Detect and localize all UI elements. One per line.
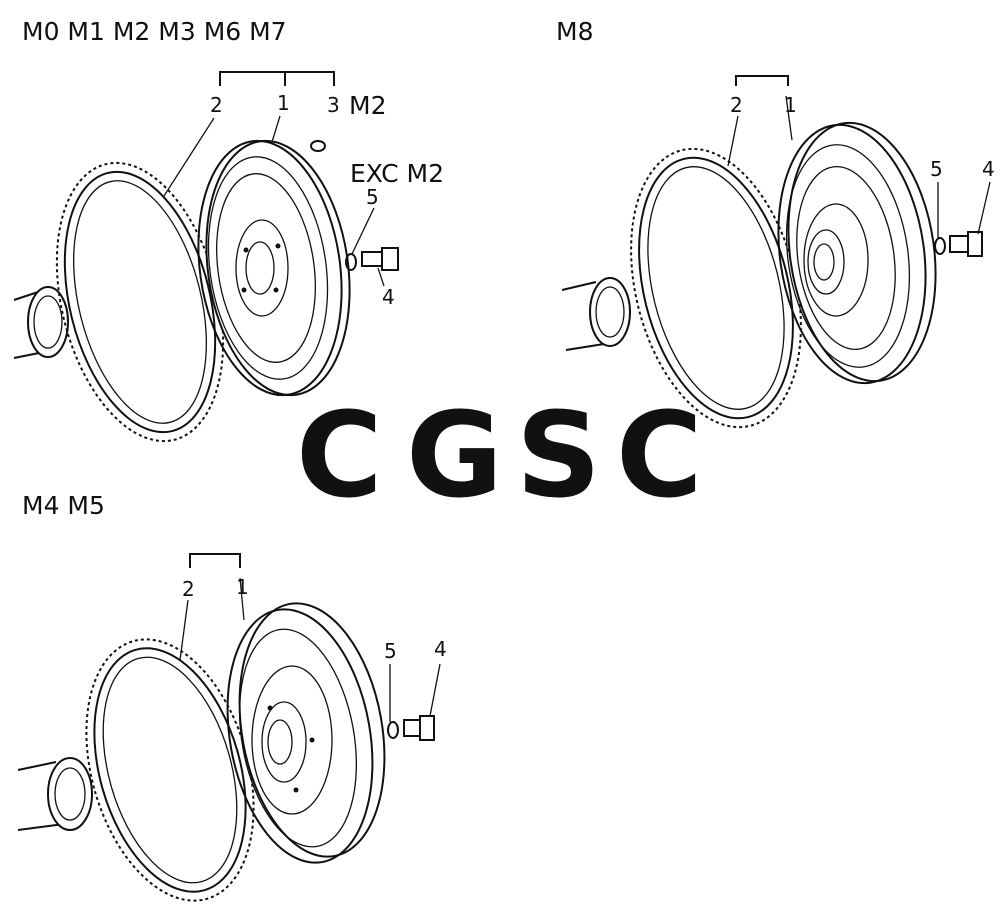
group-c-ring-gear xyxy=(85,638,255,902)
group-a-washer xyxy=(345,253,357,271)
group-a-callout-4: 4 xyxy=(382,285,395,309)
group-a-crankshaft xyxy=(13,286,69,359)
group-c-bolt xyxy=(403,715,435,741)
group-c: M4 M5 xyxy=(17,491,447,902)
group-c-crankshaft xyxy=(17,757,93,831)
group-a-ring-gear xyxy=(55,161,225,443)
group-b-washer xyxy=(934,237,946,255)
group-c-washer xyxy=(387,721,399,739)
group-b-leaders xyxy=(727,95,991,238)
group-a-dowel xyxy=(310,140,326,152)
group-a-leaders xyxy=(163,115,385,287)
group-b-callout-1: 1 xyxy=(784,93,797,117)
group-c-callout-5: 5 xyxy=(384,639,397,663)
group-b: M8 2 1 5 xyxy=(556,17,995,429)
group-b-callout-5: 5 xyxy=(930,157,943,181)
group-b-bolt xyxy=(949,231,983,257)
watermark-letter-2: G xyxy=(406,386,503,524)
group-c-title: M4 M5 xyxy=(22,491,105,520)
group-b-bracket xyxy=(735,75,789,86)
group-a-callout-3: 3 xyxy=(327,93,340,117)
group-c-callout-2: 2 xyxy=(182,577,195,601)
watermark-letter-3: S xyxy=(516,386,601,524)
group-b-flywheel xyxy=(777,121,937,385)
group-b-crankshaft xyxy=(561,277,631,351)
group-c-bracket xyxy=(189,553,241,568)
group-a-callout-1: 1 xyxy=(277,91,290,115)
group-a-callout-5: 5 xyxy=(366,185,379,209)
group-a-title: M0 M1 M2 M3 M6 M7 xyxy=(22,17,287,46)
group-c-leaders xyxy=(179,577,441,722)
group-b-callout-2: 2 xyxy=(730,93,743,117)
group-a-bracket xyxy=(219,71,335,86)
group-c-callout-4: 4 xyxy=(434,637,447,661)
watermark-letter-1: C xyxy=(296,386,383,524)
group-a-bolt xyxy=(361,247,399,271)
group-b-callout-4: 4 xyxy=(982,157,995,181)
group-c-callout-1: 1 xyxy=(236,575,249,599)
group-a-bolt-note: EXC M2 xyxy=(350,159,444,188)
group-b-title: M8 xyxy=(556,17,593,46)
watermark-letter-4: C xyxy=(616,386,703,524)
group-a-dowel-note: M2 xyxy=(349,91,386,120)
group-a-flywheel xyxy=(197,139,351,397)
group-c-flywheel xyxy=(226,602,386,864)
watermark: C G S C xyxy=(296,386,703,524)
group-a: M0 M1 M2 M3 M6 M7 xyxy=(13,17,444,443)
group-a-callout-2: 2 xyxy=(210,93,223,117)
